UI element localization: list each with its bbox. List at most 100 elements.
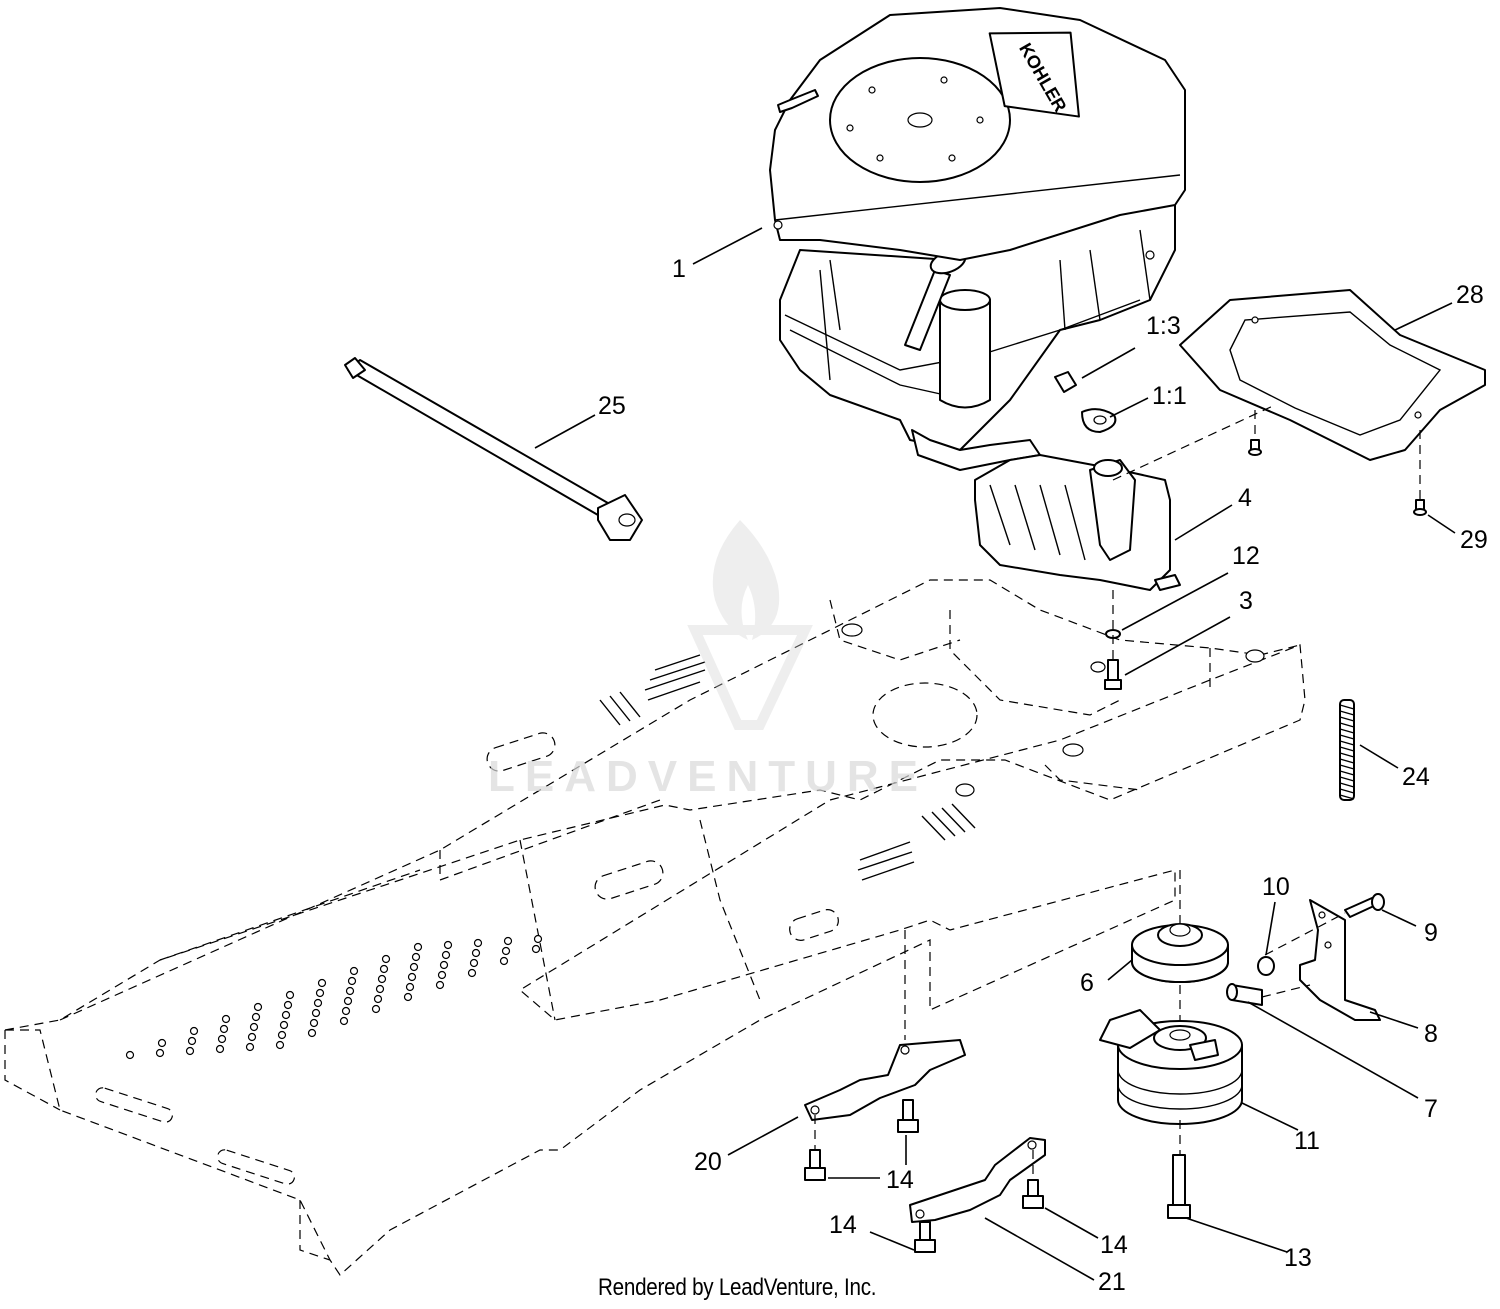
- perforation-hole: [533, 934, 543, 944]
- perforation-hole: [373, 994, 383, 1004]
- perforation-hole: [379, 964, 389, 974]
- perforation-hole: [307, 1028, 317, 1038]
- perforation-hole: [253, 1002, 263, 1012]
- part-7-spacer: [1226, 983, 1263, 1006]
- spring-coil: [1339, 716, 1355, 722]
- part-10-nut: [1257, 956, 1275, 976]
- perforation-hole: [439, 960, 449, 970]
- spring-coil: [1339, 740, 1355, 746]
- callout-29: 29: [1460, 526, 1488, 554]
- spring-coil: [1339, 722, 1355, 728]
- perforation-hole: [281, 1010, 291, 1020]
- callout-13: 13: [1284, 1244, 1312, 1272]
- callout-24: 24: [1402, 763, 1430, 791]
- perforation-hole: [343, 996, 353, 1006]
- callout-20: 20: [694, 1148, 722, 1176]
- callout-1-1: 1:1: [1152, 382, 1187, 410]
- part-1-3-bushing: [1054, 371, 1077, 393]
- spring-coil: [1339, 788, 1355, 794]
- perforation-hole: [317, 978, 327, 988]
- callout-11: 11: [1294, 1127, 1320, 1155]
- perforation-hole: [217, 1034, 227, 1044]
- chassis-frame: [4, 579, 1306, 1276]
- heat-shield-plate: [1179, 289, 1486, 461]
- spring-coil: [1339, 782, 1355, 788]
- callout-14-right: 14: [1100, 1231, 1128, 1259]
- perforation-hole: [339, 1016, 349, 1026]
- muffler: [974, 454, 1181, 591]
- spring-coil: [1339, 704, 1355, 710]
- engine-assembly: KOHLER: [769, 7, 1186, 471]
- perforation-hole: [249, 1022, 259, 1032]
- callout-3: 3: [1239, 587, 1253, 615]
- part-20-bracket: [804, 1039, 966, 1121]
- callout-leader-lines: [534, 227, 1456, 1281]
- spring-coil: [1339, 776, 1355, 782]
- perforation-hole: [155, 1048, 165, 1058]
- perforation-hole: [313, 998, 323, 1008]
- perforation-hole: [219, 1024, 229, 1034]
- perforation-hole: [349, 966, 359, 976]
- part-1-1-gasket: [1081, 408, 1117, 433]
- perforation-hole: [185, 1046, 195, 1056]
- perforation-hole: [467, 968, 477, 978]
- perforation-hole: [315, 988, 325, 998]
- perforation-hole: [215, 1044, 225, 1054]
- perforation-hole: [247, 1032, 257, 1042]
- perforation-hole: [407, 972, 417, 982]
- callout-21: 21: [1098, 1268, 1126, 1296]
- perforation-hole: [441, 950, 451, 960]
- watermark-text: LEADVENTURE: [488, 752, 929, 801]
- perforation-hole: [503, 936, 513, 946]
- part-13-bolt: [1167, 1154, 1191, 1219]
- part-9-bolt: [1344, 893, 1385, 918]
- part-8-bracket: [1299, 899, 1381, 1021]
- spring-coil: [1339, 794, 1355, 800]
- spring-coil: [1339, 770, 1355, 776]
- part-6-pulley: [1131, 923, 1229, 983]
- floor-pan-perforations: [125, 934, 543, 1060]
- perforation-hole: [435, 980, 445, 990]
- callout-1-3: 1:3: [1146, 312, 1181, 340]
- perforation-hole: [473, 938, 483, 948]
- perforation-hole: [311, 1008, 321, 1018]
- part-24-spring: [1339, 699, 1355, 801]
- callout-14-bottom: 14: [829, 1211, 857, 1239]
- perforation-hole: [377, 974, 387, 984]
- perforation-hole: [309, 1018, 319, 1028]
- spring-coil: [1339, 752, 1355, 758]
- footer-credit: Rendered by LeadVenture, Inc.: [598, 1274, 877, 1301]
- spring-coil: [1339, 710, 1355, 716]
- perforation-hole: [413, 942, 423, 952]
- callout-6: 6: [1080, 969, 1094, 997]
- perforation-hole: [221, 1014, 231, 1024]
- callout-12: 12: [1232, 542, 1260, 570]
- callout-28: 28: [1456, 281, 1484, 309]
- perforation-hole: [499, 956, 509, 966]
- perforation-hole: [187, 1036, 197, 1046]
- callout-8: 8: [1424, 1020, 1438, 1048]
- perforation-hole: [345, 986, 355, 996]
- part-25-shaft: [344, 357, 643, 541]
- part-14-bolt: [804, 1099, 1044, 1253]
- perforation-hole: [245, 1042, 255, 1052]
- perforation-hole: [285, 990, 295, 1000]
- perforation-hole: [375, 984, 385, 994]
- part-3-bolt: [1104, 659, 1122, 690]
- perforation-hole: [443, 940, 453, 950]
- part-29-screw: [1248, 439, 1427, 516]
- part-21-bracket: [909, 1137, 1046, 1223]
- perforation-hole: [381, 954, 391, 964]
- perforation-hole: [157, 1038, 167, 1048]
- spring-coil: [1339, 764, 1355, 770]
- callout-4: 4: [1238, 484, 1252, 512]
- perforation-hole: [283, 1000, 293, 1010]
- part-11-clutch: [1099, 1009, 1243, 1125]
- perforation-hole: [251, 1012, 261, 1022]
- perforation-hole: [189, 1026, 199, 1036]
- perforation-hole: [277, 1030, 287, 1040]
- perforation-hole: [409, 962, 419, 972]
- perforation-hole: [501, 946, 511, 956]
- callout-10: 10: [1262, 873, 1290, 901]
